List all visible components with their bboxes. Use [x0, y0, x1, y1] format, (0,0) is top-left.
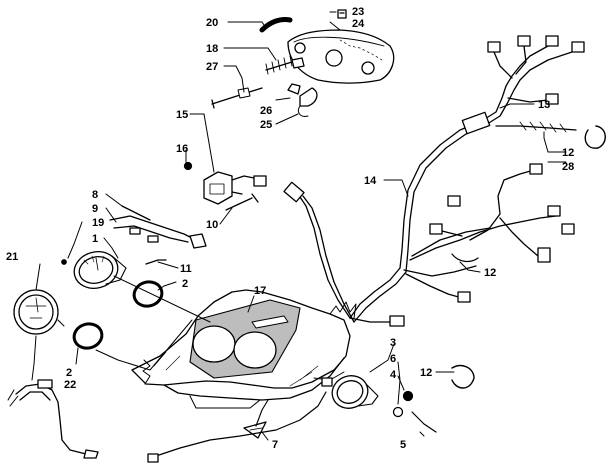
- callout-18: 18: [206, 43, 218, 55]
- snap-ring-lower: [451, 364, 475, 389]
- long-screw: [211, 87, 263, 109]
- sensor-wire: [495, 121, 577, 133]
- main-wiring-harness: [297, 45, 573, 323]
- callout-2-upper: 2: [182, 278, 188, 290]
- callout-4: 4: [390, 369, 397, 381]
- speedometer: [73, 251, 127, 289]
- console-panel: [131, 289, 357, 409]
- callout-labels: 1 2 2 3 4 5 6 7 8 9 10 11 12 12 12 13 14…: [6, 6, 574, 451]
- gauge-ring-lower: [72, 322, 104, 350]
- lower-cable: [149, 391, 327, 459]
- gauge-wire: [145, 259, 167, 265]
- gauge-ring-upper: [132, 280, 164, 308]
- gauge-harness: [109, 205, 207, 249]
- callout-1: 1: [92, 233, 98, 245]
- harness-connectors: [253, 35, 585, 387]
- callout-24: 24: [352, 18, 365, 30]
- callout-11: 11: [180, 263, 192, 275]
- cable: [411, 411, 437, 433]
- bolt: [225, 193, 259, 211]
- callout-23: 23: [352, 6, 364, 18]
- callout-15: 15: [176, 109, 188, 121]
- hex-nut: [402, 390, 414, 402]
- callout-12-ring: 12: [420, 367, 432, 379]
- voltage-regulator: [203, 171, 255, 205]
- bulb-sockets: [287, 83, 318, 117]
- snap-ring-top: [584, 125, 606, 149]
- callout-28: 28: [562, 161, 574, 173]
- callout-21: 21: [6, 251, 18, 263]
- washer-outer: [392, 406, 404, 418]
- bracket: [243, 399, 269, 439]
- callout-3: 3: [390, 337, 396, 349]
- callout-17: 17: [254, 285, 266, 297]
- bulb-spring: [265, 55, 305, 75]
- callout-8: 8: [92, 189, 98, 201]
- callout-20: 20: [206, 17, 218, 29]
- small-clip: [337, 9, 347, 19]
- tachometer: [13, 289, 65, 335]
- callout-6: 6: [390, 353, 396, 365]
- nut: [183, 161, 193, 171]
- callout-26: 26: [260, 105, 272, 117]
- lower-cable-end: [147, 453, 159, 463]
- callout-25: 25: [260, 119, 272, 131]
- callout-12-sensor: 12: [562, 147, 574, 159]
- tach-harness: [7, 379, 99, 459]
- callout-10: 10: [206, 219, 218, 231]
- callout-7: 7: [272, 439, 278, 451]
- callout-16: 16: [176, 143, 188, 155]
- callout-2-lower: 2: [66, 367, 72, 379]
- gauge-screw: [61, 259, 67, 265]
- callout-22: 22: [64, 379, 76, 391]
- callout-12-harness: 12: [484, 267, 496, 279]
- grommet: [259, 17, 293, 33]
- callout-13: 13: [538, 99, 550, 111]
- callout-19: 19: [92, 217, 104, 229]
- instrument-cluster-top: [287, 29, 395, 84]
- wire-clip: [451, 253, 479, 263]
- fuel-gauge: [331, 375, 379, 409]
- callout-5: 5: [400, 439, 406, 451]
- callout-14: 14: [364, 175, 377, 187]
- leader-lines: [31, 11, 567, 441]
- callout-27: 27: [206, 61, 218, 73]
- callout-9: 9: [92, 203, 98, 215]
